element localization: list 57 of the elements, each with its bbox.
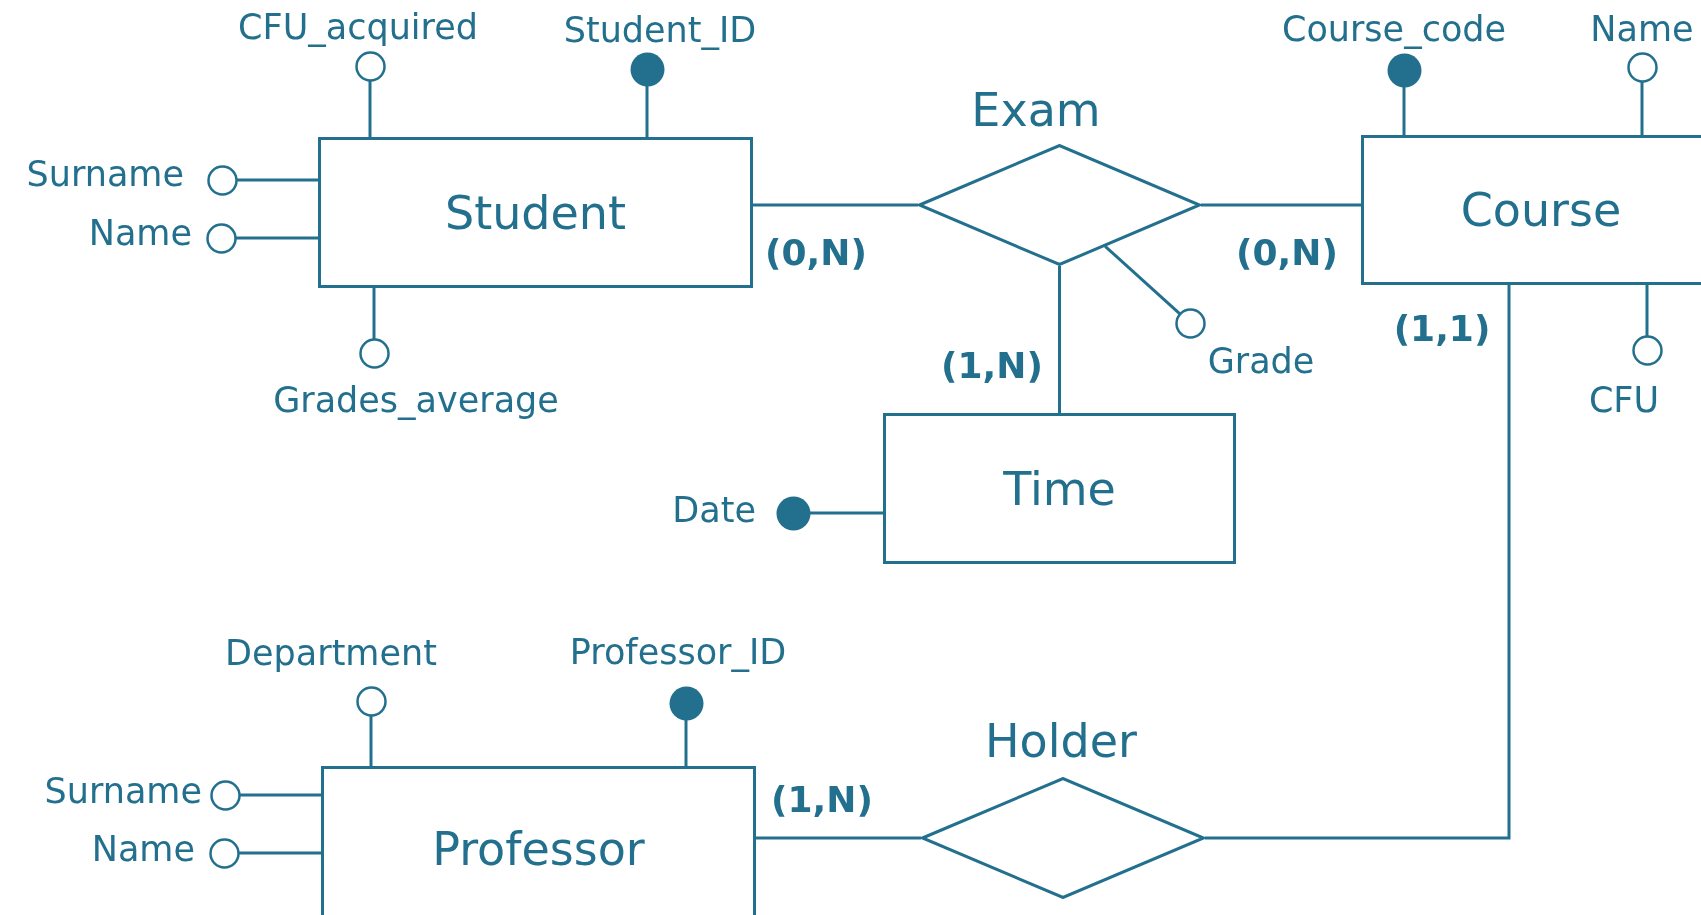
- entity-name: Professor: [432, 826, 645, 872]
- connector-line: [810, 511, 883, 515]
- connector-line: [368, 80, 372, 137]
- attribute-name: Date: [672, 492, 756, 528]
- connector-line: [1645, 285, 1649, 336]
- entity-name: Course: [1460, 187, 1622, 233]
- connector-line: [1104, 245, 1181, 315]
- connector-line: [1402, 87, 1406, 135]
- entity-box: [321, 766, 756, 915]
- entity-box: [1361, 135, 1701, 285]
- attribute-name: Grades_average: [273, 382, 559, 418]
- attribute-circle: [1631, 334, 1663, 366]
- entity-name: Time: [1003, 465, 1116, 512]
- relationship-name: Exam: [971, 87, 1101, 133]
- connector-line: [239, 793, 321, 797]
- attribute-name: CFU: [1588, 382, 1660, 418]
- connector-line: [684, 720, 688, 766]
- attribute-circle: [354, 50, 386, 82]
- attribute-name: Surname: [44, 773, 202, 809]
- relationship-name: Holder: [985, 718, 1137, 764]
- connector-line: [1640, 81, 1644, 135]
- entity-box: [883, 413, 1236, 564]
- connector-line: [645, 86, 649, 137]
- connector-line: [1058, 266, 1061, 413]
- attribute-name: Course_code: [1281, 11, 1507, 47]
- attribute-circle: [355, 685, 387, 717]
- entity-name: Student: [444, 189, 627, 236]
- attribute-circle: [1174, 307, 1206, 339]
- connector-line: [238, 851, 321, 855]
- connector-line: [1201, 203, 1361, 207]
- attribute-name: Grade: [1207, 343, 1315, 379]
- attribute-circle: [205, 222, 237, 254]
- key-attribute-dot: [628, 50, 666, 88]
- attribute-name: Student_ID: [563, 12, 757, 48]
- key-attribute-dot: [774, 494, 812, 532]
- attribute-name: Surname: [26, 156, 184, 192]
- connector-line: [369, 715, 373, 766]
- attribute-name: Name: [88, 215, 192, 251]
- key-attribute-dot: [1385, 51, 1423, 89]
- attribute-circle: [206, 164, 238, 196]
- connector-line: [756, 836, 921, 840]
- attribute-name: Professor_ID: [569, 634, 787, 670]
- attribute-circle: [1626, 51, 1658, 83]
- attribute-name: CFU_acquired: [238, 9, 478, 45]
- connector-line: [753, 203, 918, 207]
- entity-box: [318, 137, 753, 288]
- attribute-circle: [208, 837, 240, 869]
- key-attribute-dot: [667, 684, 705, 722]
- attribute-name: Name: [1590, 11, 1694, 47]
- connector-line: [235, 236, 318, 240]
- connector-line: [236, 178, 318, 182]
- attribute-name: Name: [91, 831, 195, 867]
- connector-line: [1205, 285, 1511, 840]
- attribute-name: Department: [225, 635, 437, 671]
- attribute-circle: [209, 779, 241, 811]
- attribute-circle: [358, 337, 390, 369]
- connector-line: [372, 288, 376, 339]
